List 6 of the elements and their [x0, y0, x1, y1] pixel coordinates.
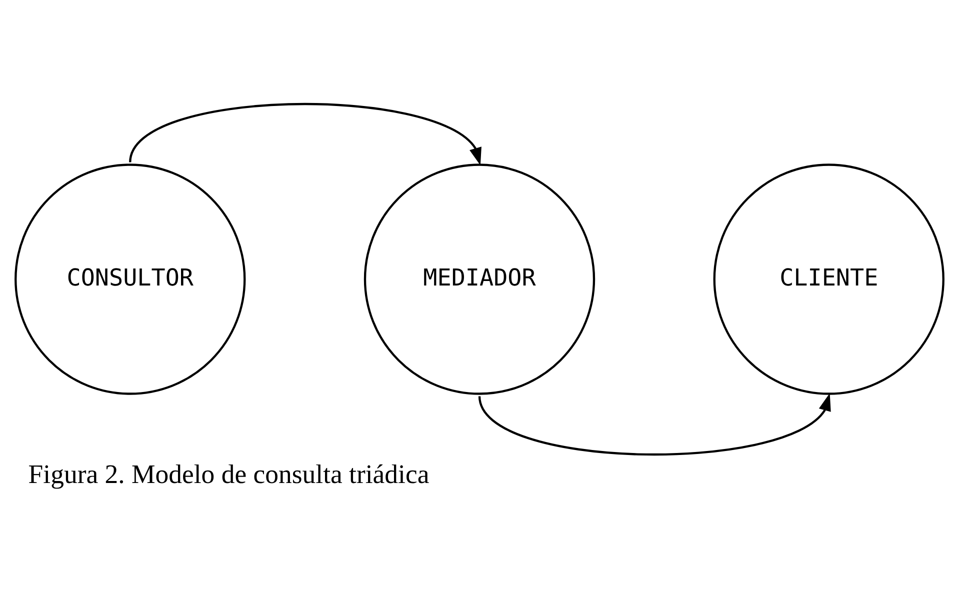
node-circle: MEDIADOR — [364, 163, 596, 394]
caption: Figura 2. Modelo de consulta triádica — [28, 458, 430, 488]
node-circle: CLIENTE — [713, 163, 944, 394]
arrow — [478, 392, 831, 455]
node-circle: CONSULTOR — [14, 163, 246, 394]
arrow — [129, 102, 482, 165]
